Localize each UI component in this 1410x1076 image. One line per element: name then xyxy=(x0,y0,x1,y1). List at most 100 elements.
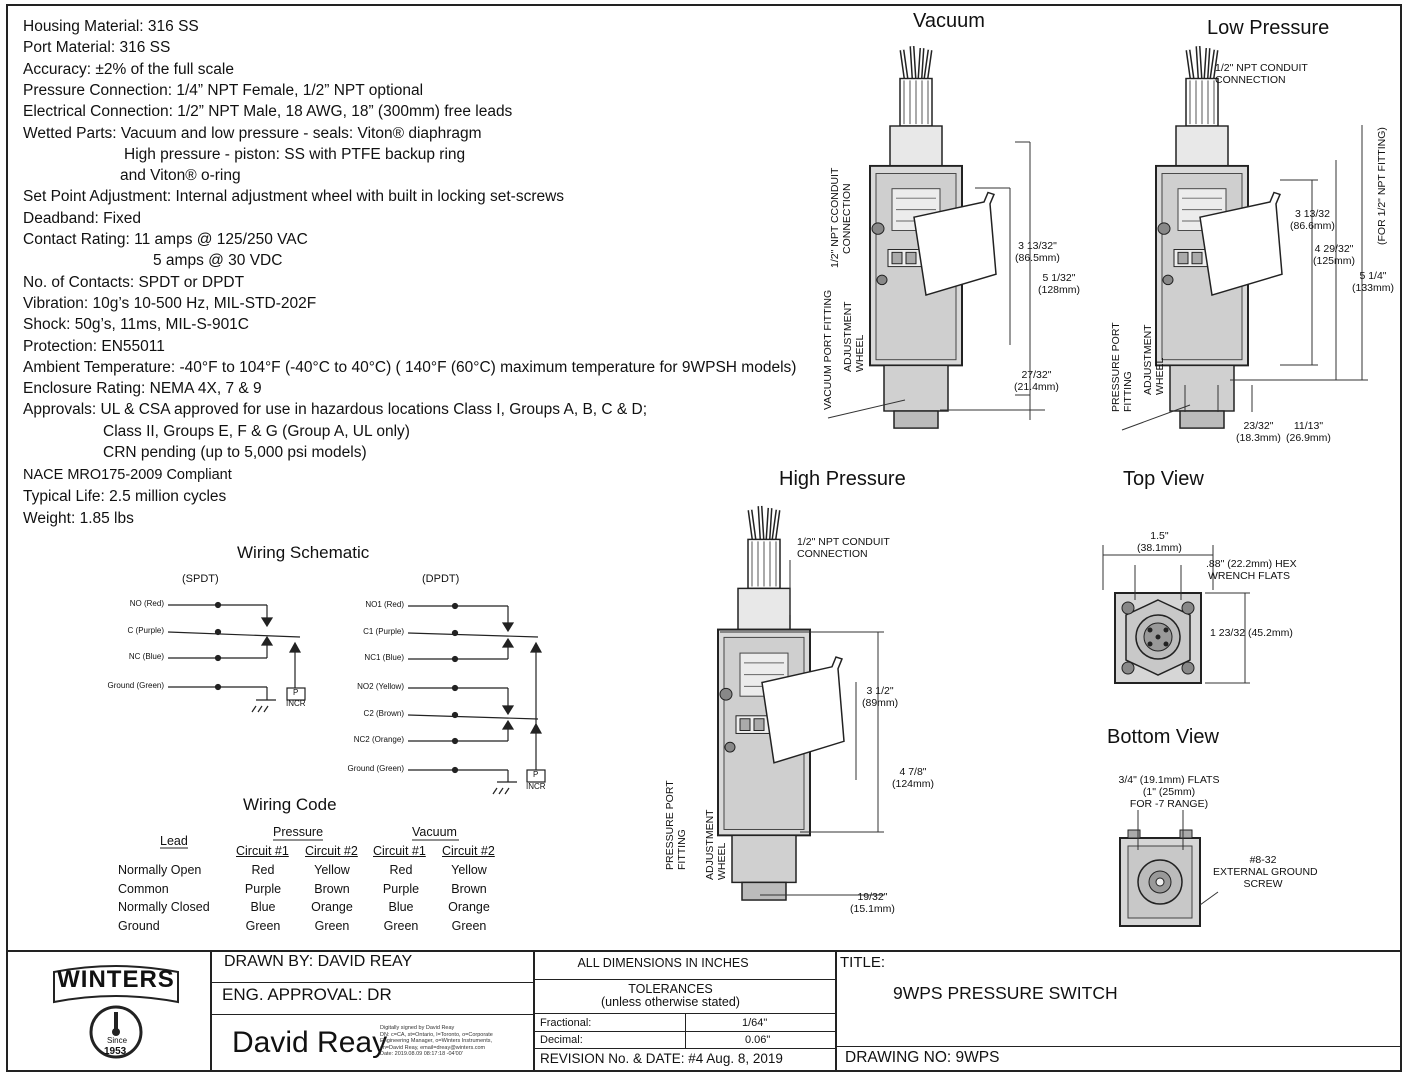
spdt-incr-label: INCR xyxy=(286,699,306,708)
high-dim-3: 19/32"(15.1mm) xyxy=(850,891,895,915)
tolerance-rule-4 xyxy=(533,1048,835,1049)
high-adj-text-2: WHEEL xyxy=(716,842,728,880)
vacuum-conduit-text-2: CONNECTION xyxy=(841,183,853,254)
spec-line: Set Point Adjustment: Internal adjustmen… xyxy=(23,188,565,206)
logo-text: WINTERS xyxy=(57,966,175,993)
dpdt-lead-label: C1 (Purple) xyxy=(363,627,404,636)
wiring-code-color: Green xyxy=(451,918,487,933)
low-dim-1b: (86.6mm) xyxy=(1290,220,1335,232)
digital-signature-line: Engineering Manager, o=Winters Instrumen… xyxy=(380,1038,493,1044)
low-dim-2a: 4 29/32" xyxy=(1314,243,1354,255)
wiring-code-color: Purple xyxy=(382,881,420,896)
low-dim-6: 11/13"(26.9mm) xyxy=(1286,420,1331,444)
spec-line: Typical Life: 2.5 million cycles xyxy=(23,488,227,506)
bottom-flats-dim: 3/4" (19.1mm) FLATS(1" (25mm)FOR -7 RANG… xyxy=(1117,774,1221,810)
wiring-code-color: Red xyxy=(251,863,275,877)
fractional-value: 1/64" xyxy=(742,1017,768,1029)
dpdt-lead-label: NO2 (Yellow) xyxy=(357,682,404,691)
spec-line: CRN pending (up to 5,000 psi models) xyxy=(103,444,367,461)
spec-line: Wetted Parts: Vacuum and low pressure - … xyxy=(23,124,482,142)
spec-line: Contact Rating: 11 amps @ 125/250 VAC xyxy=(23,231,308,248)
vacuum-dim-2a: 5 1/32" xyxy=(1042,272,1076,284)
wiring-code-color: Brown xyxy=(314,881,350,896)
spec-line: Shock: 50g’s, 11ms, MIL-S-901C xyxy=(23,316,249,334)
low-port-text-2: FITTING xyxy=(1122,371,1134,412)
low-dim-5: 23/32"(18.3mm) xyxy=(1236,420,1281,444)
winters-logo xyxy=(53,965,179,1059)
low-dim-2b: (125mm) xyxy=(1313,255,1356,267)
high-adj-text: ADJUSTMENT xyxy=(704,809,716,880)
top-hex-2: WRENCH FLATS xyxy=(1208,570,1291,582)
high-pressure-switch-drawing xyxy=(718,506,884,900)
fractional-label: Fractional: xyxy=(540,1017,592,1029)
bottom-flats-3: FOR -7 RANGE) xyxy=(1129,798,1209,810)
high-dim-2a: 4 7/8" xyxy=(899,766,927,778)
spdt-schematic xyxy=(167,601,306,713)
circuit-header: Circuit #1 xyxy=(236,844,289,858)
spec-line: Ambient Temperature: -40°F to 104°F (-40… xyxy=(23,358,797,376)
top-width-2: (38.1mm) xyxy=(1137,542,1182,554)
wiring-code-color: Purple xyxy=(244,881,282,896)
vacuum-adj-text-2: WHEEL xyxy=(854,334,866,372)
decimal-label: Decimal: xyxy=(540,1034,583,1046)
dpdt-lead-label: NO1 (Red) xyxy=(365,600,404,609)
tolerance-col-rule xyxy=(685,1013,686,1048)
dpdt-incr-label: INCR xyxy=(526,782,546,791)
wiring-code-color: Orange xyxy=(448,900,490,914)
low-pressure-switch-drawing xyxy=(1121,46,1368,430)
spec-line: Enclosure Rating: NEMA 4X, 7 & 9 xyxy=(23,380,262,398)
spec-line: No. of Contacts: SPDT or DPDT xyxy=(23,273,245,291)
spec-line: Electrical Connection: 1/2” NPT Male, 18… xyxy=(23,103,513,121)
high-port-text: PRESSURE PORT xyxy=(664,780,676,870)
circuit-header: Circuit #2 xyxy=(305,844,358,858)
dpdt-lead-label: C2 (Brown) xyxy=(363,709,404,718)
vacuum-dim-3b: (21.4mm) xyxy=(1014,381,1059,393)
wiring-schematic-title: Wiring Schematic xyxy=(237,543,370,562)
spdt-lead-label: C (Purple) xyxy=(127,626,164,635)
title-block-divider-3 xyxy=(835,950,837,1072)
bottom-ground-3: SCREW xyxy=(1243,878,1283,890)
dpdt-p-label: P xyxy=(533,770,539,779)
low-dim-1a: 3 13/32 xyxy=(1294,208,1330,220)
top-width-dim: 1.5"(38.1mm) xyxy=(1137,530,1182,554)
low-dim-6a: 11/13" xyxy=(1293,420,1324,432)
eng-approval: ENG. APPROVAL: DR xyxy=(222,985,392,1004)
wiring-code-color: Orange xyxy=(311,900,353,914)
bottom-flats-2: (1" (25mm) xyxy=(1142,786,1196,798)
tolerance-rule-3 xyxy=(533,1031,835,1032)
vacuum-view-title: Vacuum xyxy=(913,10,985,32)
spec-line: Port Material: 316 SS xyxy=(23,39,171,57)
low-pressure-view-title: Low Pressure xyxy=(1207,17,1330,39)
spec-line: Class II, Groups E, F & G (Group A, UL o… xyxy=(103,422,410,440)
decimal-value: 0.06" xyxy=(745,1034,771,1046)
low-adj-text-2: WHEEL xyxy=(1154,357,1166,395)
spec-line: Deadband: Fixed xyxy=(23,209,142,227)
low-conduit-text: 1/2" NPT CONDUIT xyxy=(1215,62,1308,74)
spec-line: 5 amps @ 30 VDC xyxy=(153,252,283,270)
low-dim-3a: 5 1/4" xyxy=(1359,270,1387,282)
bottom-flats-1: 3/4" (19.1mm) FLATS xyxy=(1118,774,1220,786)
low-dim-5a: 23/32" xyxy=(1243,420,1274,432)
spec-line: Approvals: UL & CSA approved for use in … xyxy=(23,401,648,419)
high-conduit-text: 1/2" NPT CONDUIT xyxy=(797,536,890,548)
bottom-view-title: Bottom View xyxy=(1107,726,1219,748)
bottom-ground-1: #8-32 xyxy=(1249,854,1277,866)
title-block-divider-1 xyxy=(210,950,212,1072)
bottom-view-drawing xyxy=(1119,810,1219,927)
spdt-label: (SPDT) xyxy=(182,573,219,585)
low-dim-1: 3 13/32(86.6mm) xyxy=(1290,208,1335,232)
wiring-code-color: Green xyxy=(314,918,350,933)
logo-gauge-pivot xyxy=(112,1028,120,1036)
low-port-text: PRESSURE PORT xyxy=(1110,322,1122,412)
signature: David Reay xyxy=(232,1026,388,1059)
low-dim-6b: (26.9mm) xyxy=(1286,432,1331,444)
vacuum-conduit-label: 1/2" NPT CCONDUIT CONNECTION xyxy=(829,168,853,268)
drawing-frame xyxy=(6,4,1402,1072)
drawn-by: DRAWN BY: DAVID REAY xyxy=(224,953,413,970)
wiring-code-lead: Common xyxy=(118,881,169,896)
